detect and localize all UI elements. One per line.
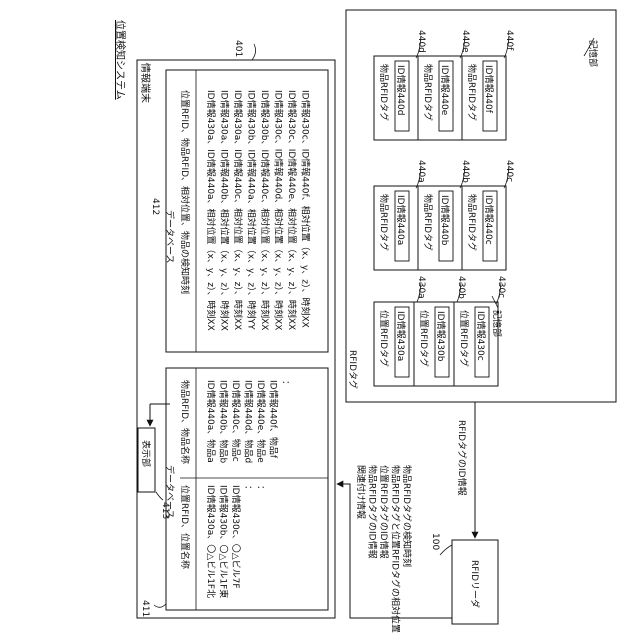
item-rfid-tag-ref: 440c: [504, 160, 514, 182]
display-unit-ref-leader: [156, 492, 163, 500]
terminal-title: 情報端末: [139, 63, 152, 103]
db1-location-row: ID情報430a、〇△ビル1F北: [205, 485, 217, 598]
db1-item-row: ID情報440a、物品a: [205, 380, 217, 463]
db1-item-row: ID情報440e、物品e: [255, 380, 267, 463]
db1-rows-right: ID情報440a、物品aID情報440b、物品bID情報440c、物品cID情報…: [205, 380, 290, 463]
db1-header-left: 位置RFID、位置名称: [179, 485, 191, 569]
db1-location-row: ID情報430b、〇△ビル1F東: [218, 485, 230, 598]
storage-label-upper: 記憶部: [587, 40, 599, 67]
db1-header-right: 物品RFID、物品名称: [179, 380, 191, 464]
db1-item-row: ID情報440b、物品b: [218, 380, 230, 463]
db1-title: データベース: [164, 465, 176, 519]
rfid-tags: 位置RFIDタグ ID情報430a 430a 位置RFIDタグ ID情報430b 430b…: [374, 30, 599, 386]
position-rfid-tag-label: 位置RFIDタグ: [458, 310, 470, 367]
db1-rows-left: ID情報430a、〇△ビル1F北ID情報430b、〇△ビル1F東ID情報430c…: [205, 485, 265, 598]
position-rfid-tag-id: ID情報430a: [395, 311, 407, 361]
storage-label-lower: 記憶部: [491, 310, 503, 337]
item-rfid-tag-id: ID情報440d: [395, 65, 407, 115]
position-rfid-tag-ref: 430a: [416, 276, 426, 299]
item-rfid-tag-id: ID情報440e: [439, 65, 451, 116]
item-rfid-tag-label: 物品RFIDタグ: [466, 64, 478, 121]
item-rfid-tag-ref: 440b: [460, 160, 470, 183]
item-rfid-tag-ref: 440a: [416, 160, 426, 183]
item-rfid-tag-label: 物品RFIDタグ: [422, 194, 434, 251]
rfid-reader-ref: 100: [430, 533, 440, 550]
reader-output-line: 物品RFIDタグの検知時刻: [401, 465, 413, 567]
reader-output-text: 関連付け情報物品RFIDタグのID情報位置RFIDタグのID情報物品RFIDタグ…: [355, 465, 413, 633]
position-rfid-tag-label: 位置RFIDタグ: [418, 310, 430, 367]
db1-location-row: ：: [255, 485, 265, 494]
db2-rows: ID情報430a、ID情報440a、相対位置（x、y、z）、時刻XXID情報43…: [205, 90, 312, 331]
item-rfid-tag-label: 物品RFIDタグ: [378, 194, 390, 251]
display-unit-label: 表示部: [140, 440, 152, 467]
system-title: 位置検知システム: [114, 20, 127, 100]
item-rfid-tag-ref: 440e: [460, 30, 470, 53]
terminal-ref: 401: [233, 40, 243, 57]
position-rfid-tag-id: ID情報430c: [475, 311, 487, 361]
db1-item-row: ID情報440c、物品c: [230, 380, 242, 462]
item-rfid-tag-label: 物品RFIDタグ: [422, 64, 434, 121]
db2-detection-row: ID情報430a、ID情報440b、相対位置（x、y、z）、時刻XX: [219, 90, 231, 331]
db1-item-row: ID情報440f、物品f: [268, 380, 280, 459]
rfid-reader-ref-leader: [440, 545, 452, 555]
db1-location-row: ID情報430c、〇△ビル7F: [230, 485, 242, 589]
db2-detection-row: ID情報430c、ID情報440e、相対位置（x、y、z）、時刻XX: [286, 90, 298, 330]
db2-detection-row: ID情報430b、ID情報440c、相対位置（x、y、z）、時刻XX: [259, 90, 271, 330]
db2-title: データベース: [164, 210, 176, 264]
reader-output-line: 位置RFIDタグのID情報: [378, 465, 390, 559]
db2-detection-row: ID情報430a、ID情報440a、相対位置（x、y、z）、時刻XX: [205, 90, 217, 331]
position-rfid-tag-id: ID情報430b: [435, 311, 447, 362]
db2-detection-row: ID情報430a、ID情報440c、相対位置（x、y、z）、時刻XX: [232, 90, 244, 330]
db1-ref: 411: [140, 600, 150, 617]
item-rfid-tag-id: ID情報440f: [483, 65, 495, 114]
db1-ref-leader: [154, 604, 166, 607]
db2-detection-row: ID情報430b、ID情報440a、相対位置（x、y、z）、時刻YY: [246, 90, 258, 330]
item-rfid-tag-label: 物品RFIDタグ: [466, 194, 478, 251]
item-rfid-tag-label: 物品RFIDタグ: [378, 64, 390, 121]
reader-output-line: 関連付け情報: [355, 465, 367, 519]
rfid-tags-group-label: RFIDタグ: [347, 350, 359, 389]
item-rfid-tag-id: ID情報440a: [395, 195, 407, 245]
terminal-ref-leader: [252, 44, 256, 60]
db2-detection-row: ID情報430c、ID情報440d、相対位置（x、y、z）、時刻XX: [273, 90, 285, 330]
item-rfid-tag-ref: 440d: [416, 30, 426, 53]
rfid-reader-label: RFIDリーダ: [469, 560, 481, 608]
db1-item-row: ID情報440d、物品d: [243, 380, 255, 463]
item-rfid-tag-id: ID情報440b: [439, 195, 451, 246]
tag-id-info-label: RFIDタグのID情報: [456, 420, 468, 496]
reader-output-line: 物品RFIDタグと位置RFIDタグの相対位置: [390, 465, 402, 633]
db1-item-row: ：: [280, 380, 290, 389]
db1-location-row: ：: [243, 485, 253, 494]
position-rfid-tag-ref: 430b: [456, 276, 466, 299]
position-rfid-tag-ref: 430c: [496, 276, 506, 298]
db2-detection-row: ID情報430c、ID情報440f、相対位置（x、y、z）、時刻XX: [300, 90, 312, 328]
position-rfid-tag-label: 位置RFIDタグ: [378, 310, 390, 367]
db2-header: 位置RFID、物品RFID、相対位置、物品の検知時刻: [179, 90, 191, 294]
item-rfid-tag-id: ID情報440c: [483, 195, 495, 245]
db2-ref: 412: [150, 198, 160, 215]
reader-output-line: 物品RFIDタグのID情報: [367, 465, 379, 559]
